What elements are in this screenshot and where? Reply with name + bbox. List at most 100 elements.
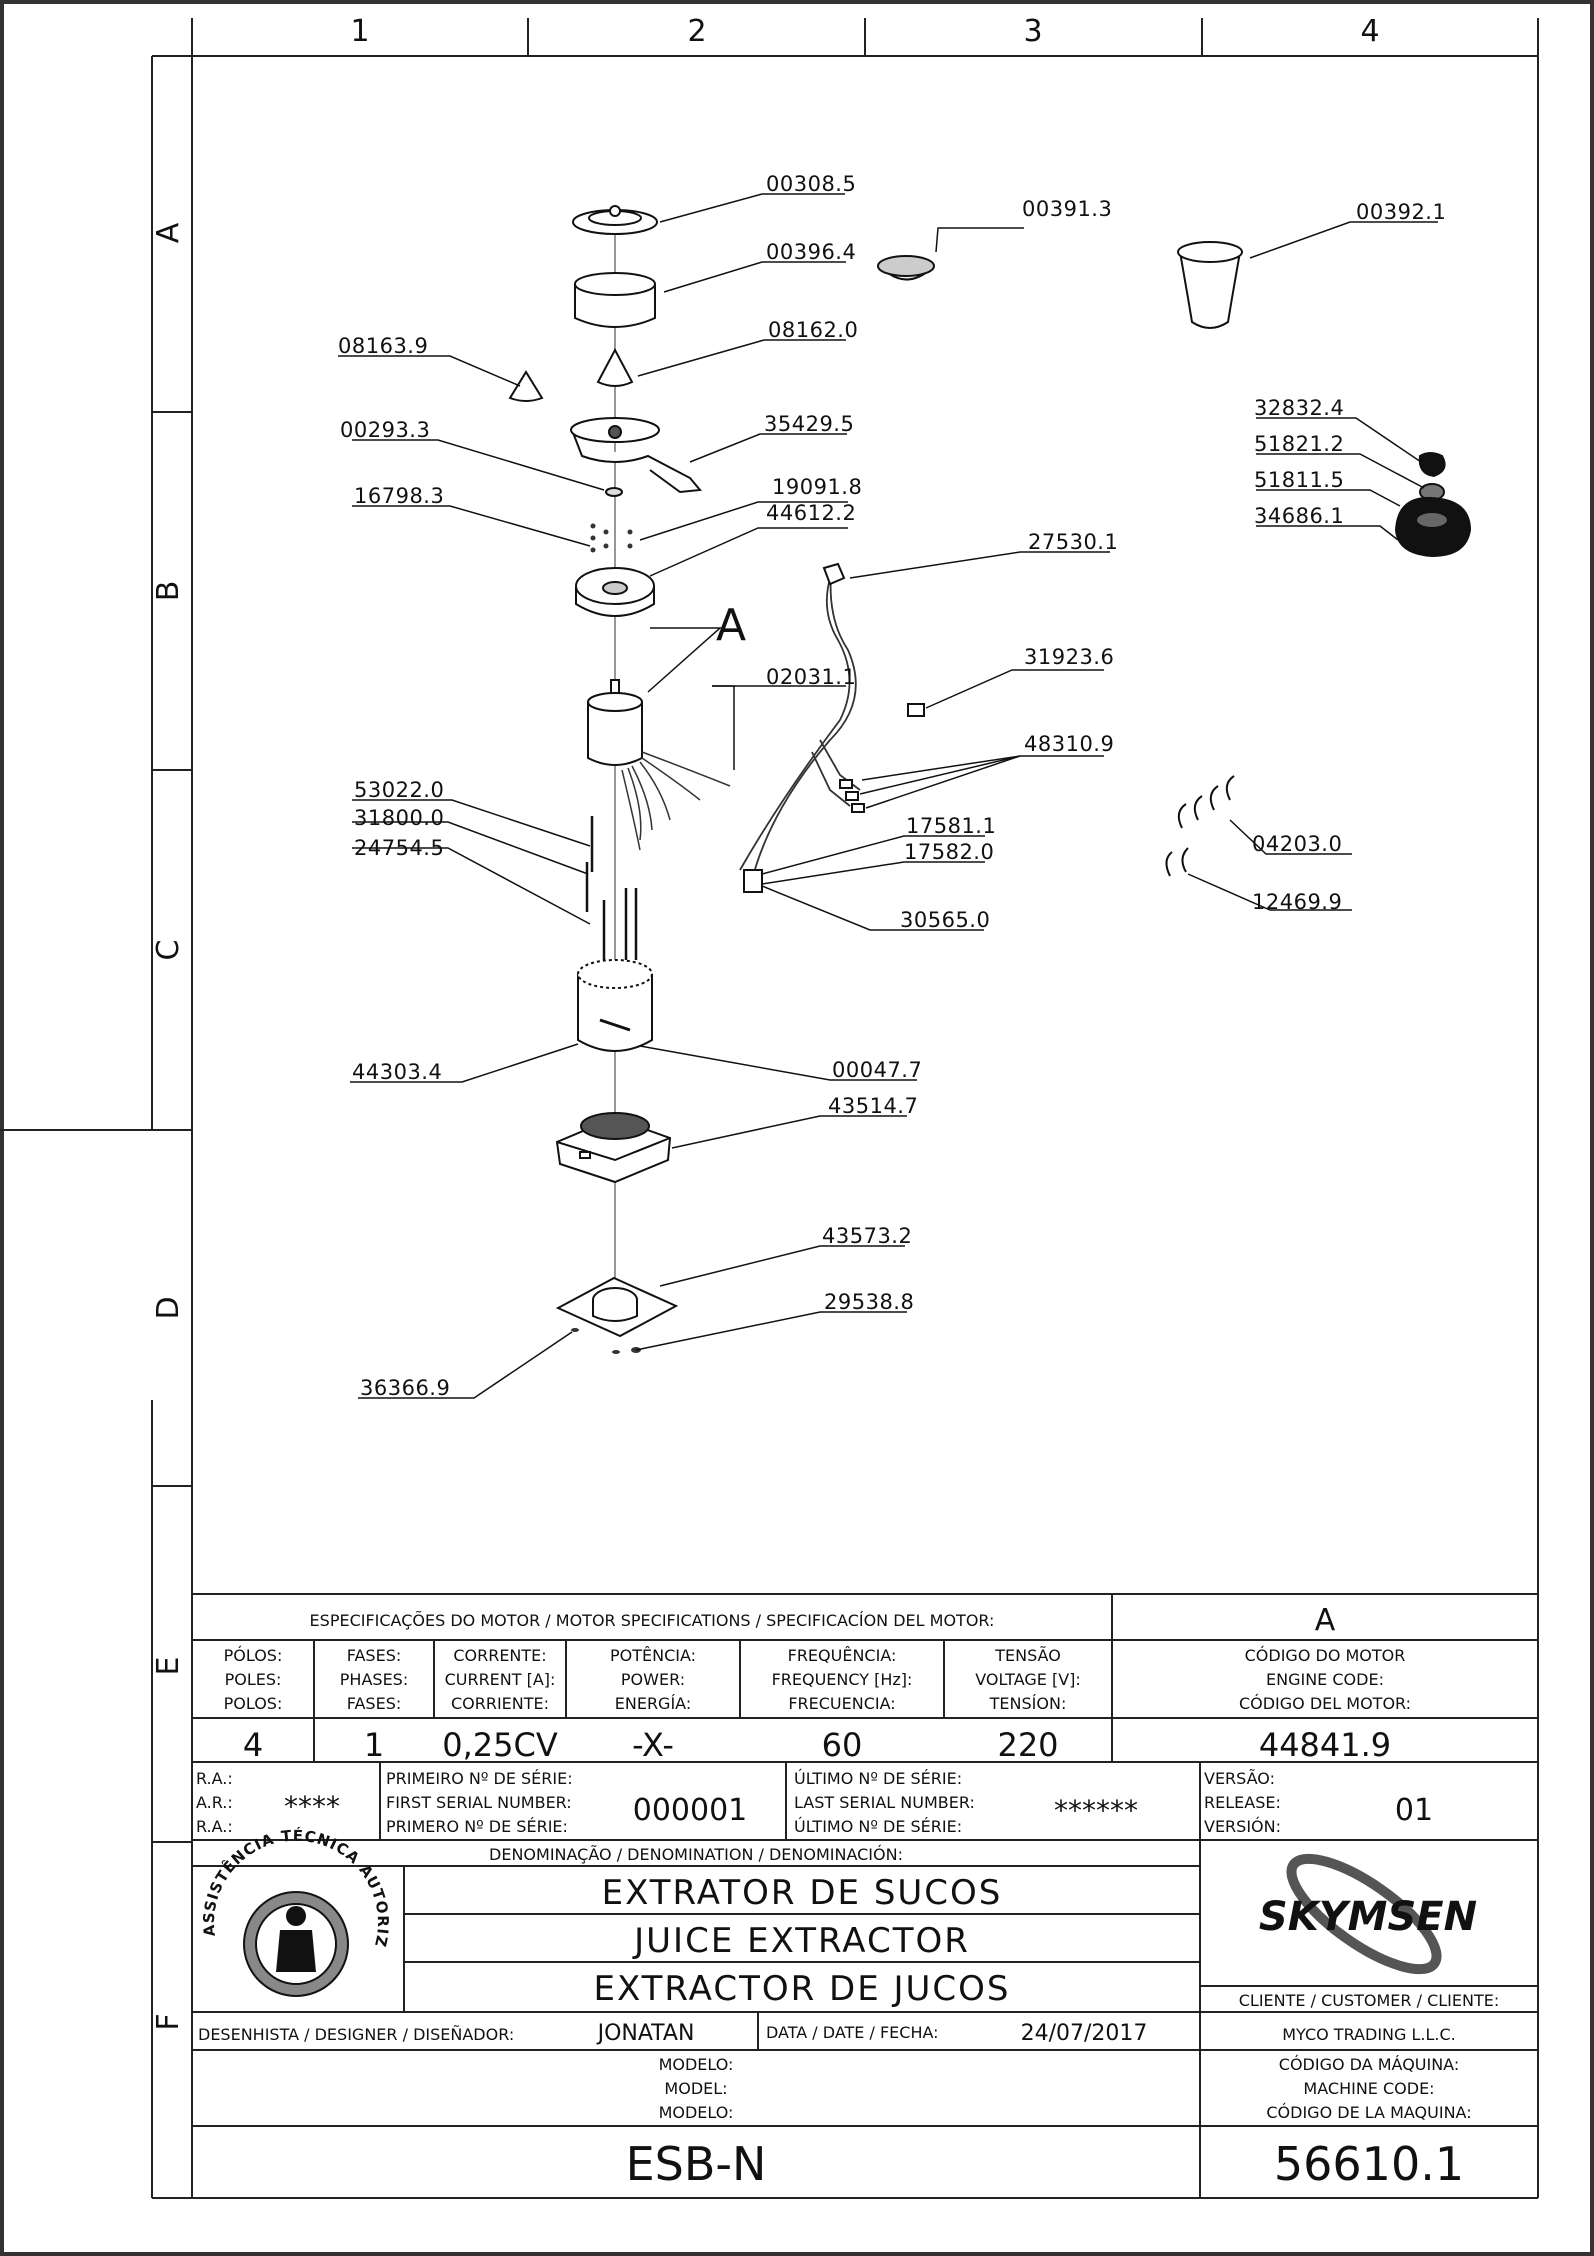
label-31923-6: 31923.6	[1024, 645, 1114, 669]
designer-value: JONATAN	[596, 2021, 695, 2046]
spec-power-label-es: ENERGÍA:	[615, 1694, 691, 1713]
first-serial-label-en: FIRST SERIAL NUMBER:	[386, 1793, 572, 1812]
zone-row-a: A	[151, 222, 186, 243]
spec-phases-label-es: FASES:	[347, 1694, 402, 1713]
base-plate-part	[555, 1276, 679, 1338]
motor-part	[587, 679, 643, 766]
label-08162-0: 08162.0	[768, 318, 858, 342]
name-portuguese: EXTRATOR DE SUCOS	[602, 1873, 1003, 1913]
spec-voltage-value: 220	[997, 1726, 1058, 1764]
title-block	[192, 1593, 1538, 2198]
zone-col-3: 3	[1023, 14, 1042, 49]
denomination-block: DENOMINAÇÃO / DENOMINATION / DENOMINACIÓ…	[489, 1845, 1008, 2009]
designer-label: DESENHISTA / DESIGNER / DISEÑADOR:	[198, 2025, 514, 2044]
spec-engine-code-label-pt: CÓDIGO DO MOTOR	[1245, 1646, 1406, 1665]
date-value: 24/07/2017	[1021, 2021, 1148, 2046]
motor-cover-part	[575, 567, 655, 617]
brand-text: SKYMSEN	[1259, 1894, 1477, 1940]
spec-power-value: -X-	[632, 1726, 674, 1764]
svg-text:ASSISTÊNCIA TÉCNICA AUTORIZADA: ASSISTÊNCIA TÉCNICA AUTORIZADA	[0, 0, 392, 1949]
small-reamer-part	[508, 370, 544, 402]
label-44303-4: 44303.4	[352, 1060, 442, 1084]
ra-label-3: R.A.:	[196, 1817, 233, 1836]
machine-code-label-en: MACHINE CODE:	[1303, 2079, 1434, 2098]
denomination-label: DENOMINAÇÃO / DENOMINATION / DENOMINACIÓ…	[489, 1845, 903, 1864]
zone-columns: 1 2 3 4	[350, 14, 1379, 49]
version-label-en: RELEASE:	[1204, 1793, 1281, 1812]
motor-callout-label: A	[716, 600, 746, 651]
zone-col-2: 2	[687, 14, 706, 49]
last-serial-label-pt: ÚLTIMO Nº DE SÉRIE:	[794, 1769, 962, 1788]
label-08163-9: 08163.9	[338, 334, 428, 358]
spec-frequency-label-en: FREQUENCY [Hz]:	[772, 1670, 913, 1689]
label-30565-0: 30565.0	[900, 908, 990, 932]
spec-phases-label-pt: FASES:	[347, 1646, 402, 1665]
label-04203-0: 04203.0	[1252, 832, 1342, 856]
ra-label-1: R.A.:	[196, 1769, 233, 1788]
ra-value: ****	[284, 1790, 340, 1823]
label-51811-5: 51811.5	[1254, 468, 1344, 492]
motor-wires	[621, 751, 731, 851]
label-51821-2: 51821.2	[1254, 432, 1344, 456]
label-00392-1: 00392.1	[1356, 200, 1446, 224]
machine-code-label-es: CÓDIGO DE LA MAQUINA:	[1266, 2103, 1471, 2122]
customer-value: MYCO TRADING L.L.C.	[1282, 2025, 1456, 2044]
washer-part	[605, 487, 623, 497]
capacitor-connector-part	[743, 869, 763, 893]
machine-code-label-pt: CÓDIGO DA MÁQUINA:	[1279, 2055, 1459, 2074]
spec-voltage-label-es: TENSÍON:	[989, 1694, 1067, 1713]
label-32832-4: 32832.4	[1254, 396, 1344, 420]
sample-cup-part	[1177, 241, 1243, 329]
label-00047-7: 00047.7	[832, 1058, 922, 1082]
label-31800-0: 31800.0	[354, 806, 444, 830]
spec-engine-code-label-en: ENGINE CODE:	[1266, 1670, 1384, 1689]
version-label-es: VERSIÓN:	[1204, 1817, 1281, 1836]
label-43573-2: 43573.2	[822, 1224, 912, 1248]
first-serial-label-es: PRIMERO Nº DE SÉRIE:	[386, 1817, 568, 1836]
first-serial-label-pt: PRIMEIRO Nº DE SÉRIE:	[386, 1769, 573, 1788]
label-34686-1: 34686.1	[1254, 504, 1344, 528]
zone-row-e: E	[151, 1657, 186, 1676]
zone-col-1: 1	[350, 14, 369, 49]
model-label-en: MODEL:	[664, 2079, 727, 2098]
housing-part	[577, 959, 653, 1052]
screws-part	[590, 523, 633, 553]
spec-poles-label-en: POLES:	[225, 1670, 282, 1689]
rods-part	[585, 816, 638, 960]
spec-poles-value: 4	[243, 1726, 263, 1764]
date-label: DATA / DATE / FECHA:	[766, 2023, 939, 2042]
spec-current-value: 0,25CV	[442, 1726, 558, 1764]
label-24754-5: 24754.5	[354, 836, 444, 860]
motor-spec-header: ESPECIFICAÇÕES DO MOTOR / MOTOR SPECIFIC…	[310, 1611, 995, 1630]
connector-part	[907, 703, 925, 717]
cup-part	[574, 272, 656, 328]
spec-current-label-en: CURRENT [A]:	[445, 1670, 556, 1689]
model-value: ESB-N	[626, 2137, 767, 2191]
label-02031-1: 02031.1	[766, 665, 856, 689]
leader-lines	[338, 193, 1438, 1399]
label-17581-1: 17581.1	[906, 814, 996, 838]
motor-spec-table: ESPECIFICAÇÕES DO MOTOR / MOTOR SPECIFIC…	[224, 1603, 1411, 1764]
filter-part	[877, 255, 935, 281]
zone-row-d: D	[151, 1296, 186, 1319]
version-label-pt: VERSÃO:	[1204, 1769, 1275, 1788]
part-labels: 00308.5 00396.4 08162.0 08163.9 00293.3 …	[338, 172, 1446, 1400]
cable-harness	[739, 574, 861, 891]
label-29538-8: 29538.8	[824, 1290, 914, 1314]
zone-row-c: C	[151, 940, 186, 961]
spec-frequency-value: 60	[822, 1726, 863, 1764]
label-36366-9: 36366.9	[360, 1376, 450, 1400]
machine-code-value: 56610.1	[1274, 2137, 1464, 2191]
label-00396-4: 00396.4	[766, 240, 856, 264]
zone-col-4: 4	[1360, 14, 1379, 49]
drawing-frame	[0, 18, 1539, 2199]
model-label-pt: MODELO:	[659, 2055, 734, 2074]
serial-row: R.A.: A.R.: R.A.: **** PRIMEIRO Nº DE SÉ…	[196, 1769, 1433, 1836]
bowl-spout-part	[570, 417, 702, 494]
spec-power-label-pt: POTÊNCIA:	[610, 1646, 696, 1665]
name-english: JUICE EXTRACTOR	[632, 1921, 970, 1961]
springs-part	[1165, 775, 1235, 877]
label-19091-8: 19091.8	[772, 475, 862, 499]
last-serial-label-es: ÚLTIMO Nº DE SÉRIE:	[794, 1817, 962, 1836]
